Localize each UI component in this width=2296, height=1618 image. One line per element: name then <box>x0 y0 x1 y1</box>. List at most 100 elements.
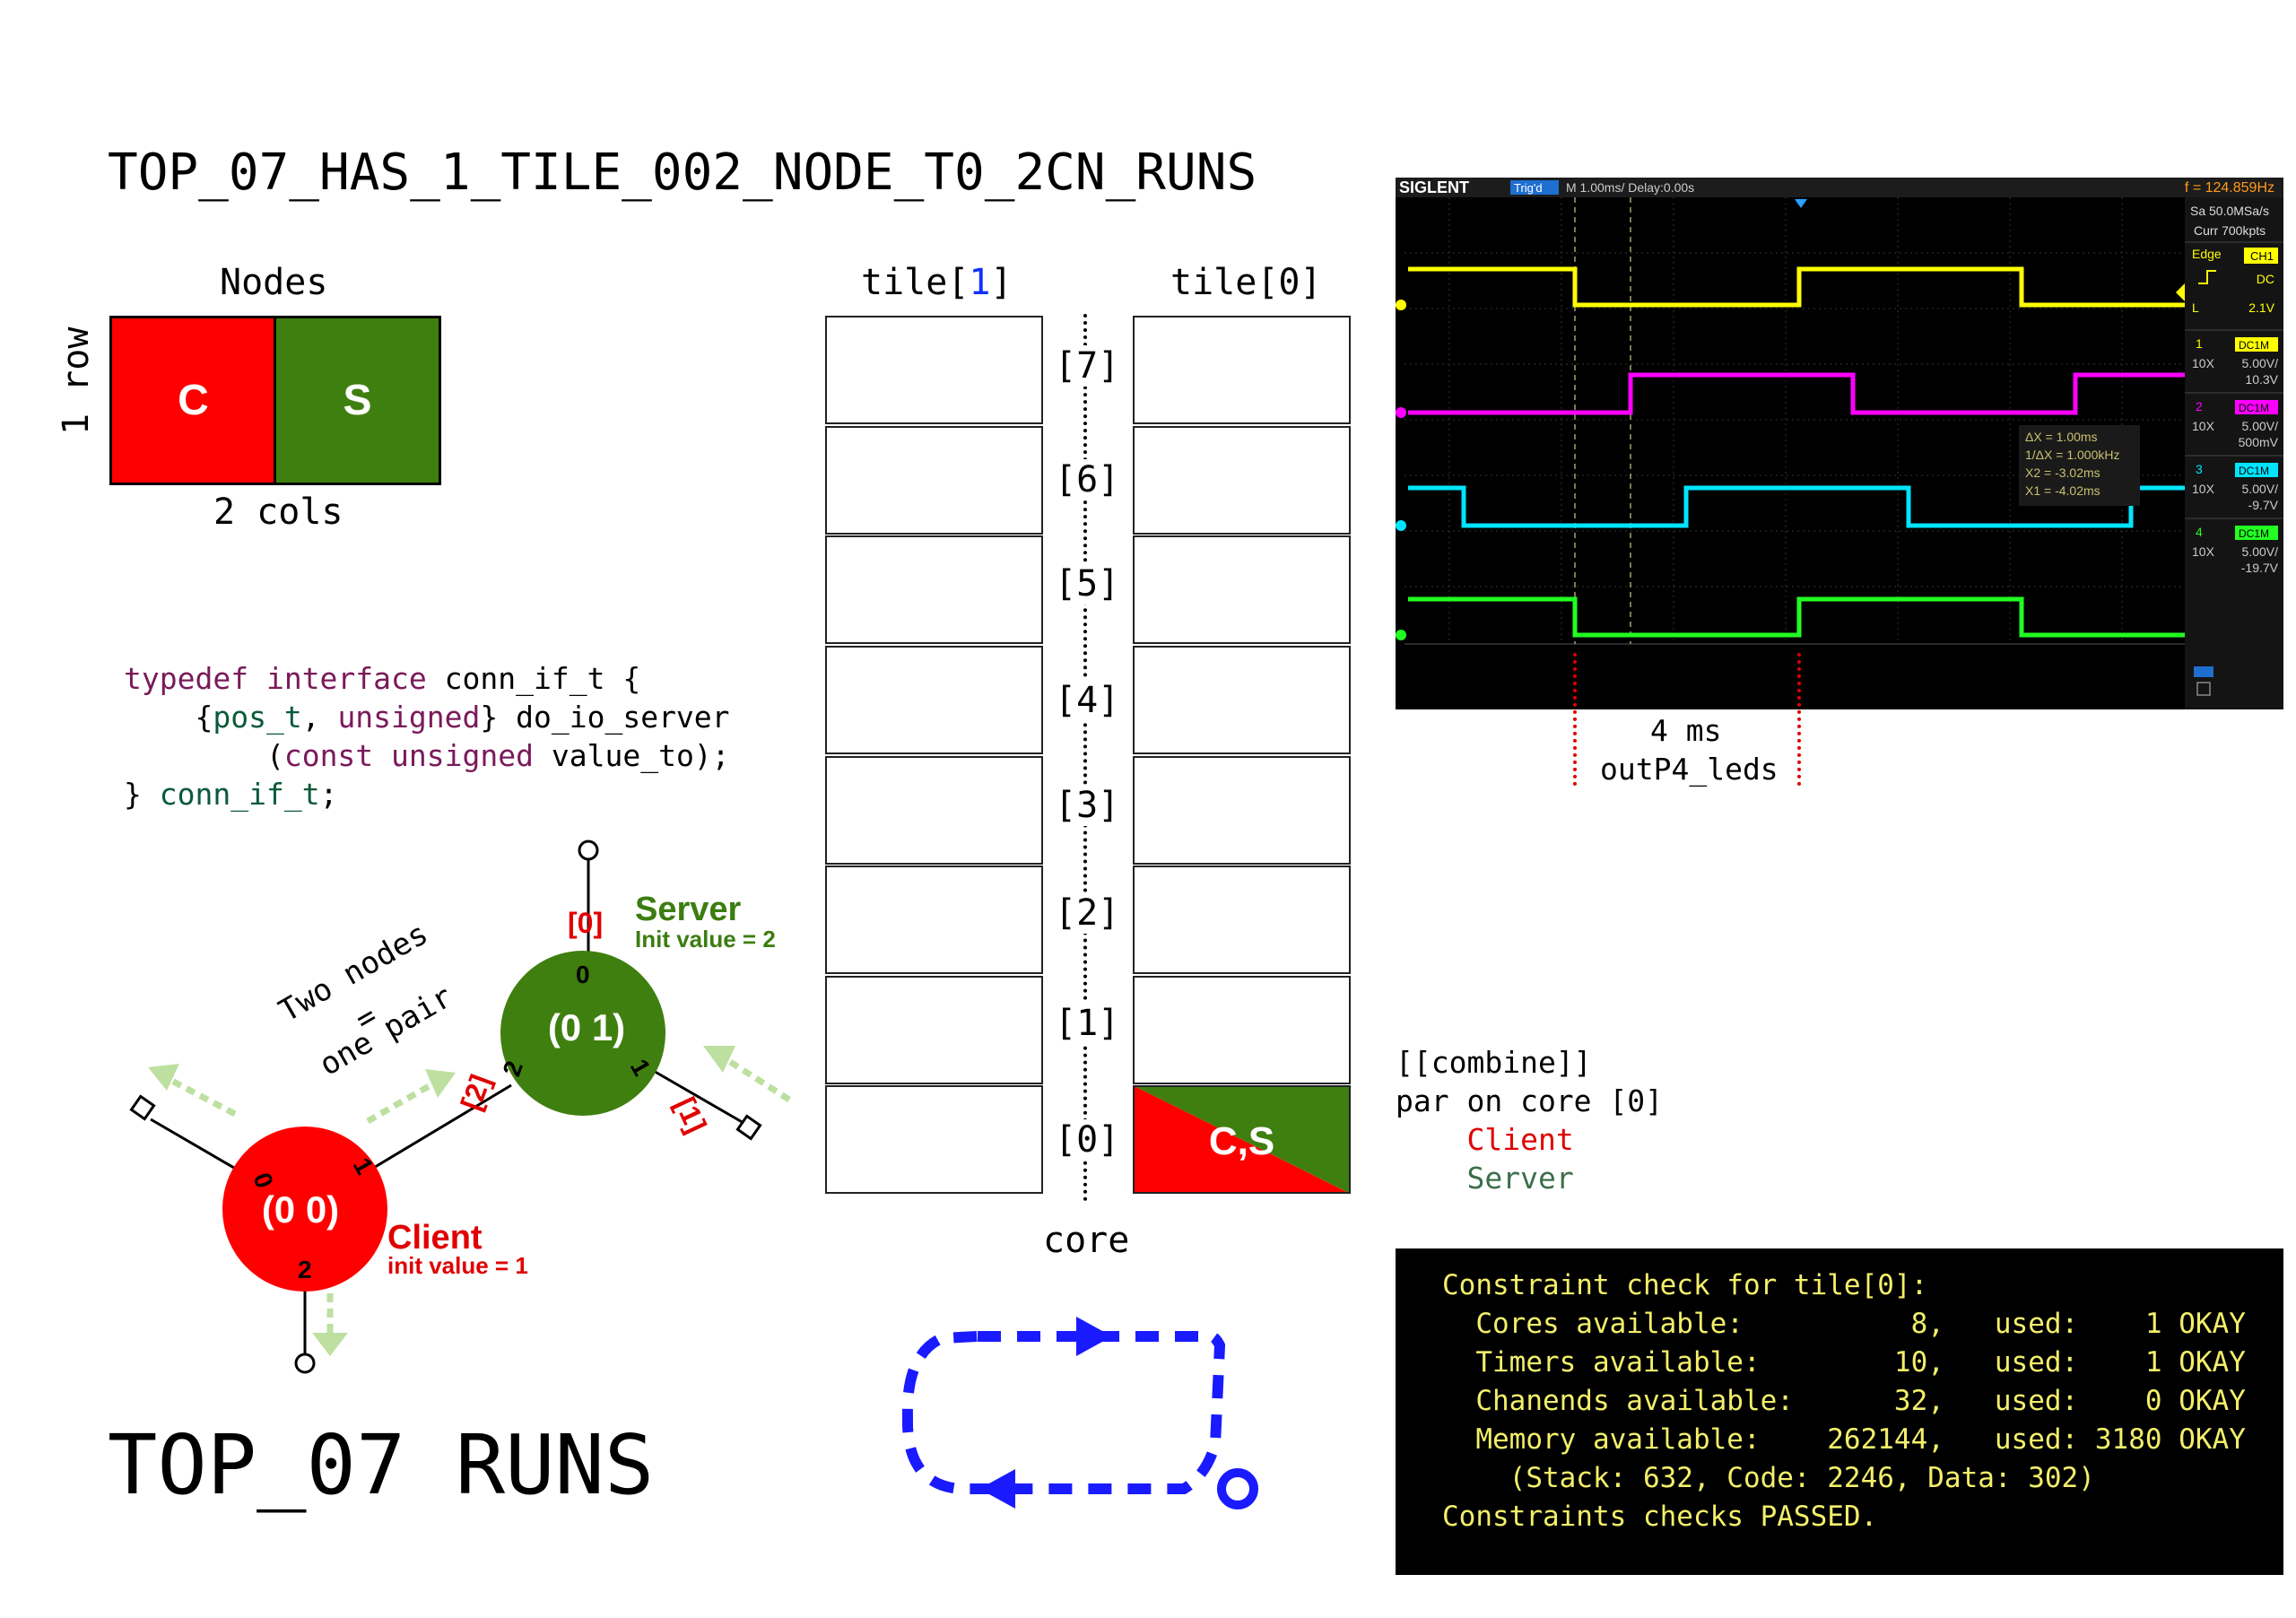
scope-ch2-number: 2 <box>2196 399 2203 413</box>
node-graph: (0 0) (0 1) 0 1 2 0 1 2 [0] [1] [2] Clie… <box>129 839 791 1374</box>
core-index-7: [7] <box>1055 345 1120 387</box>
code-fn: } do_io_server <box>480 700 730 735</box>
server-init-value: Init value = 2 <box>635 926 776 953</box>
usb-network-icon <box>2194 666 2213 696</box>
code-if-name: conn_if_t <box>444 661 605 696</box>
scope-ch1-settings: 1 DC1M 10X 5.00V/ 10.3V <box>2185 329 2283 387</box>
server-coord: (0 1) <box>548 1006 625 1048</box>
server-port-0: 0 <box>576 961 590 988</box>
scope-ch4-probe: 10X <box>2192 544 2215 559</box>
oscilloscope-display: SIGLENT Trig'd M 1.00ms/ Delay:0.00s f =… <box>1396 178 2283 709</box>
combine-server: Server <box>1466 1161 1574 1196</box>
constraint-line-chanends: Chanends available: 32, used: 0 OKAY <box>1442 1385 2246 1417</box>
scope-cursor-x2-value: X2 = -3.02ms <box>2025 465 2100 480</box>
page-title: TOP_07_HAS_1_TILE_002_NODE_T0_2CN_RUNS <box>108 144 1257 202</box>
oscilloscope-screenshot: SIGLENT Trig'd M 1.00ms/ Delay:0.00s f =… <box>1396 178 2283 709</box>
tile-0-core-5 <box>1133 535 1351 644</box>
code-pos-t: pos_t <box>213 700 302 735</box>
client-init-value: init value = 1 <box>387 1252 528 1279</box>
scope-ch2-scale: 5.00V/ <box>2242 419 2279 433</box>
code-comma: , <box>301 700 338 735</box>
core-index-1: [1] <box>1055 1003 1120 1044</box>
arrowhead-client-0 <box>148 1064 179 1091</box>
code-close: } <box>124 777 160 812</box>
scope-grid <box>1405 197 2185 644</box>
arrow-server-1 <box>723 1056 791 1102</box>
loop-start-circle <box>1217 1468 1258 1509</box>
tile-1-heading-prefix: tile[ <box>861 262 970 303</box>
scope-ch4-coupling-badge <box>2235 526 2278 540</box>
scope-ch1-probe: 10X <box>2192 356 2215 370</box>
scope-trigger-marker <box>1795 199 1807 208</box>
scope-trace-ch4 <box>1408 596 2185 638</box>
scope-ch4-marker <box>1396 630 1406 640</box>
terminal-client-0 <box>129 1094 156 1121</box>
arrow-client-1 <box>366 1082 432 1125</box>
core-0-split-fill <box>1135 1087 1349 1192</box>
tile-1-core-6 <box>825 426 1043 535</box>
arrowhead-server-1 <box>703 1046 735 1073</box>
scope-trace-ch1 <box>1408 266 2185 308</box>
scope-ch3-marker <box>1396 520 1406 531</box>
scope-trigger-coupling: DC <box>2257 272 2274 286</box>
scope-ch1-scale: 5.00V/ <box>2242 356 2279 370</box>
arrowhead-client-2 <box>312 1333 348 1356</box>
scope-ch1-coupling: DC1M <box>2239 339 2269 352</box>
code-semi: ; <box>319 777 338 812</box>
scope-ch2-settings: 2 DC1M 10X 5.00V/ 500mV <box>2185 392 2283 449</box>
tile-0-heading: tile[0] <box>1170 262 1322 303</box>
scope-trig-status: Trig'd <box>1514 181 1543 195</box>
scope-ch4-scale: 5.00V/ <box>2242 544 2279 559</box>
constraint-line-breakdown: (Stack: 632, Code: 2246, Data: 302) <box>1442 1462 2095 1494</box>
loop-path <box>901 1331 1226 1494</box>
cols-count-label: 2 cols <box>213 491 344 533</box>
scope-ch1-offset: 10.3V <box>2245 372 2278 387</box>
scope-ch3-coupling-badge <box>2235 463 2278 477</box>
node-cell-client: C <box>109 316 277 485</box>
core-index-4: [4] <box>1055 680 1120 721</box>
code-kw-interface: interface <box>265 661 427 696</box>
tile-0-core-6 <box>1133 426 1351 535</box>
terminal-server-0 <box>578 839 599 861</box>
scope-memory-depth: Curr 700kpts <box>2194 223 2266 238</box>
scope-trace-ch2 <box>1408 372 2185 415</box>
core-index-0: [0] <box>1055 1119 1120 1161</box>
core-0-occupant-label: C,S <box>1208 1119 1275 1163</box>
scope-ch3-number: 3 <box>2196 462 2203 476</box>
client-node <box>222 1127 387 1292</box>
tile-1-core-2 <box>825 866 1043 974</box>
scope-frequency: f = 124.859Hz <box>2185 180 2274 196</box>
core-index-5: [5] <box>1055 563 1120 605</box>
port-tag-1: [1] <box>669 1092 713 1138</box>
code-kw-typedef: typedef <box>124 661 249 696</box>
arrow-client-0 <box>161 1073 237 1118</box>
code-const: const <box>283 738 374 773</box>
core-axis-label: core <box>1043 1220 1130 1261</box>
scope-ch2-coupling: DC1M <box>2239 402 2269 414</box>
tile-0-core-3 <box>1133 756 1351 865</box>
core-index-3: [3] <box>1055 785 1120 826</box>
scope-ch4-number: 4 <box>2196 525 2203 539</box>
port-tag-2: [2] <box>455 1070 497 1114</box>
scope-cursor-x1-value: X1 = -4.02ms <box>2025 483 2100 498</box>
scope-ch3-coupling: DC1M <box>2239 465 2269 477</box>
period-marker-right <box>1797 653 1801 786</box>
loop-arrow-icon <box>901 1317 1258 1509</box>
core-0-client-fill <box>1135 1087 1347 1192</box>
node-cell-client-label: C <box>178 377 209 424</box>
combine-par-statement: par on core [0] <box>1396 1083 1664 1118</box>
scope-ch2-coupling-badge <box>2235 400 2278 414</box>
scope-ch3-probe: 10X <box>2192 482 2215 496</box>
tile-1-core-7 <box>825 316 1043 424</box>
node-cell-server: S <box>274 316 441 485</box>
combine-code: [[combine]] par on core [0] Client Serve… <box>1396 1043 1663 1197</box>
client-label: Client <box>387 1219 483 1257</box>
tile-1-heading: tile[1] <box>861 262 1013 303</box>
constraint-line-memory: Memory available: 262144, used: 3180 OKA… <box>1442 1423 2246 1456</box>
tile-1-core-0 <box>825 1085 1043 1194</box>
scope-ch3-settings: 3 DC1M 10X 5.00V/ -9.7V <box>2185 455 2283 512</box>
tile-0-core-4 <box>1133 646 1351 754</box>
scope-trigger-level: 2.1V <box>2248 300 2274 315</box>
period-label: 4 ms <box>1650 713 1722 748</box>
scope-ch2-offset: 500mV <box>2239 435 2279 449</box>
